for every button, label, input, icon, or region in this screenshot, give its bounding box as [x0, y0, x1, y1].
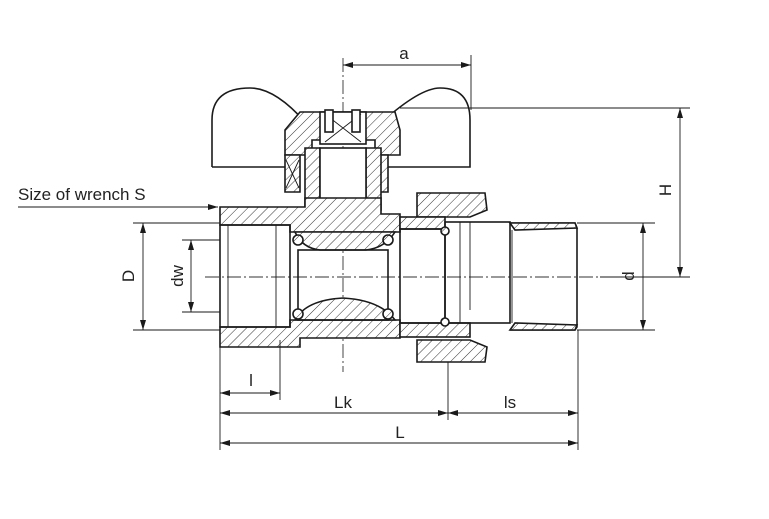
label-H: H: [656, 184, 675, 196]
label-Lk: Lk: [334, 393, 352, 412]
label-ls: ls: [504, 393, 516, 412]
valve-body: [219, 197, 401, 348]
label-l: l: [249, 371, 253, 390]
label-dw: dw: [168, 264, 187, 286]
union: [399, 192, 511, 363]
label-wrench-size: Size of wrench S: [18, 185, 146, 204]
label-L: L: [395, 423, 404, 442]
dimensions: [18, 55, 690, 450]
label-d: d: [619, 271, 638, 280]
male-thread-end: [508, 222, 579, 331]
label-a: a: [399, 44, 409, 63]
label-D: D: [119, 270, 138, 282]
